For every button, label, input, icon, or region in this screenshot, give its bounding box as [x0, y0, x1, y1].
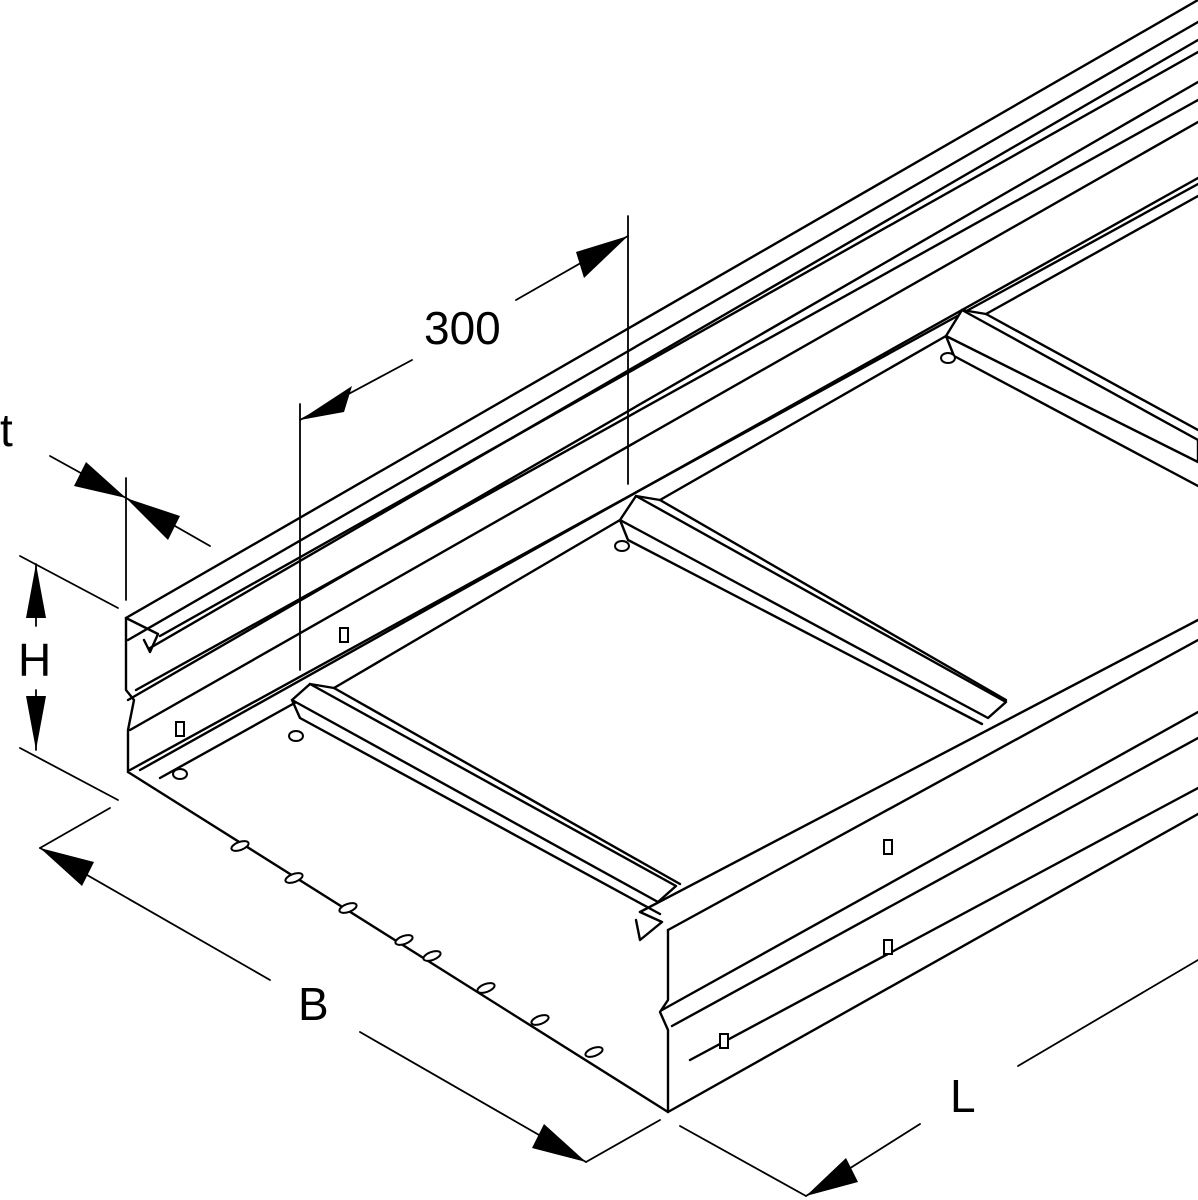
dimension-length: L [679, 959, 1198, 1197]
dimension-width: B [39, 807, 661, 1163]
floor-slots [230, 840, 604, 1058]
rail-slots [175, 627, 893, 1049]
thickness-arrow-right [126, 498, 180, 540]
width-label: B [298, 978, 329, 1030]
dimension-thickness: t [0, 404, 211, 601]
width-arrow-left [40, 848, 94, 886]
dimension-spacing: 300 [299, 215, 629, 671]
width-arrow-right [532, 1124, 586, 1162]
length-label: L [950, 1070, 976, 1122]
height-label: H [18, 634, 51, 686]
spacing-arrow-left [300, 386, 352, 420]
rung-holes [172, 352, 956, 780]
rung-1 [290, 518, 682, 916]
length-arrow [806, 1158, 858, 1196]
tray-floor [126, 176, 1198, 1114]
thickness-label: t [0, 404, 13, 456]
height-arrow-bottom [26, 696, 46, 750]
back-side-rail [124, 0, 1198, 774]
spacing-arrow-right [576, 236, 628, 278]
spacing-label: 300 [424, 302, 501, 354]
rung-3 [944, 194, 1198, 488]
height-arrow-top [26, 564, 46, 618]
dimension-height: H [18, 555, 119, 801]
front-side-rail [634, 618, 1198, 1114]
rung-2 [618, 334, 1008, 726]
thickness-arrow-left [74, 462, 126, 498]
